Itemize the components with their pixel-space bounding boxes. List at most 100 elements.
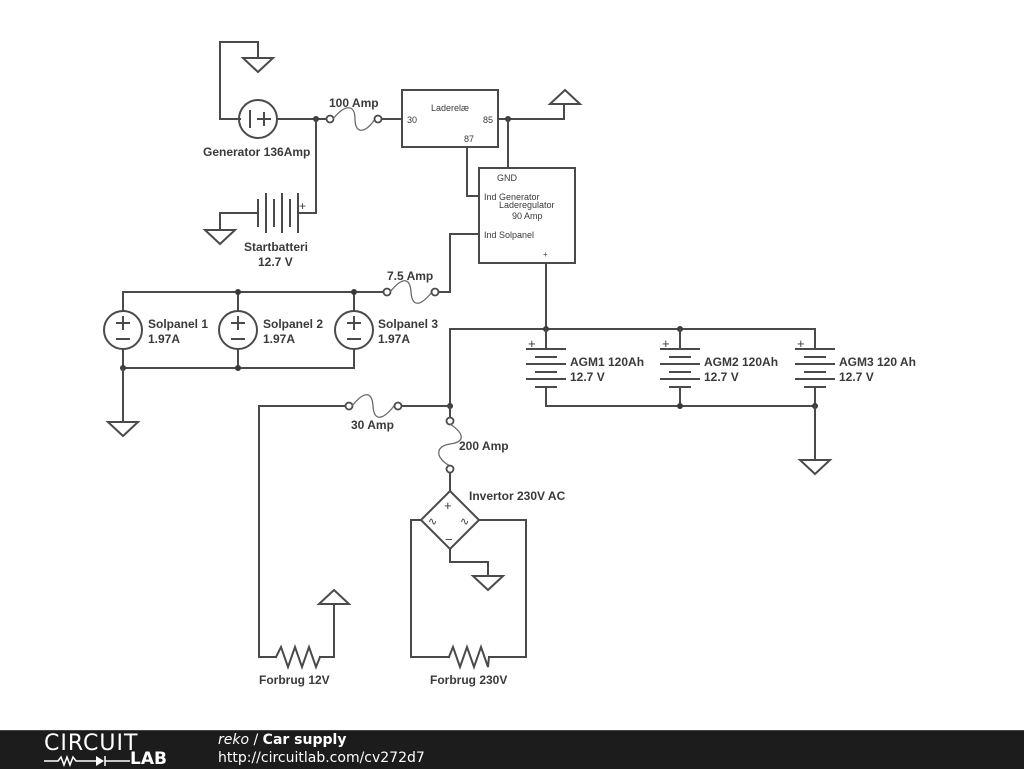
supply-arrow-icon [316, 588, 352, 605]
ac-icon: ∿ [460, 516, 469, 528]
plus-sign: + [528, 336, 536, 351]
ac-icon: ∿ [428, 516, 437, 528]
circuit-url[interactable]: http://circuitlab.com/cv272d7 [218, 750, 425, 766]
fuse-200-label: 200 Amp [459, 439, 509, 453]
plus-sign: + [797, 336, 805, 351]
agm-name: AGM1 120Ah [570, 355, 644, 369]
title-separator: / [249, 732, 263, 748]
solar-panel-current: 1.97A [148, 332, 180, 346]
regulator-pin-solar: Ind Solpanel [484, 230, 534, 240]
supply-arrow-icon [547, 88, 583, 105]
plus-sign: + [662, 336, 670, 351]
logo-text-circuit: CIRCUIT [44, 731, 139, 756]
fuse-terminal [325, 114, 335, 124]
fuse-30amp[interactable]: 30 Amp [344, 394, 403, 432]
relay-pin-85: 85 [483, 115, 493, 125]
circuitlab-logo[interactable]: CIRCUIT LAB [44, 731, 174, 769]
solar-panel-current: 1.97A [263, 332, 295, 346]
wire [319, 603, 335, 658]
circuit-name: Car supply [262, 732, 347, 748]
current-source-symbol [218, 310, 258, 350]
relay-pin-87: 87 [464, 134, 474, 144]
solar-panel-1[interactable]: Solpanel 1 1.97A [103, 310, 208, 350]
agm-name: AGM3 120 Ah [839, 355, 916, 369]
wire [122, 291, 384, 312]
fuse-terminal [393, 401, 403, 411]
footer-bar: CIRCUIT LAB reko / Car supply http://cir… [0, 730, 1024, 769]
agm-name: AGM2 120Ah [704, 355, 778, 369]
charge-regulator[interactable]: GND Ind Generator Laderegulator 90 Amp I… [478, 167, 576, 264]
junction-dot [677, 403, 683, 409]
ground-icon [202, 229, 238, 246]
wire [497, 103, 565, 120]
wire [449, 548, 489, 577]
agm-voltage: 12.7 V [704, 370, 739, 384]
fuse-terminal [430, 287, 440, 297]
start-battery-voltage: 12.7 V [258, 255, 293, 269]
wire [219, 212, 259, 231]
ground-icon [105, 421, 141, 438]
junction-dot [351, 289, 357, 295]
relay-title: Laderelæ [431, 103, 469, 113]
regulator-rating: 90 Amp [512, 211, 543, 221]
wire [258, 405, 346, 658]
wire [478, 519, 527, 658]
fuse-terminal [344, 401, 354, 411]
start-battery[interactable]: + Startbatteri 12.7 V [202, 193, 317, 269]
wire [437, 233, 480, 293]
inverter-label: Invertor 230V AC [469, 489, 566, 503]
solar-panel-name: Solpanel 2 [263, 317, 323, 331]
logo-diode [96, 756, 104, 766]
load-230v-label: Forbrug 230V [430, 673, 507, 687]
regulator-title: Laderegulator [499, 200, 555, 210]
wire [466, 146, 480, 197]
plus-sign: + [299, 199, 306, 213]
fuse-30-label: 30 Amp [351, 418, 394, 432]
relay-pin-30: 30 [407, 115, 417, 125]
solar-panel-name: Solpanel 1 [148, 317, 208, 331]
generator-label: Generator 136Amp [203, 145, 310, 159]
logo-resistor [44, 754, 96, 768]
ground-icon [240, 57, 276, 74]
schematic: Generator 136Amp 100 Amp Laderelæ 30 85 … [103, 41, 916, 687]
load-12v[interactable]: Forbrug 12V [259, 588, 352, 687]
fuse-element [389, 280, 433, 304]
inverter-minus: − [445, 532, 453, 547]
regulator-box [478, 167, 576, 264]
circuit-title: reko / Car supply [218, 732, 346, 748]
fuse-100amp[interactable]: 100 Amp [325, 96, 383, 131]
fuse-element [438, 423, 462, 467]
ground-icon [797, 459, 833, 476]
regulator-pin-plus: + [543, 250, 548, 259]
agm-voltage: 12.7 V [839, 370, 874, 384]
fuse-element [332, 107, 376, 131]
junction-dot [235, 289, 241, 295]
agm-voltage: 12.7 V [570, 370, 605, 384]
agm-battery-3[interactable]: + AGM3 120 Ah 12.7 V [795, 336, 916, 388]
solar-panel-name: Solpanel 3 [378, 317, 438, 331]
load-230v[interactable]: Forbrug 230V [430, 643, 507, 687]
author-link[interactable]: reko [218, 732, 250, 748]
junction-dot [235, 365, 241, 371]
fuse-7-5amp[interactable]: 7.5 Amp [382, 269, 440, 304]
agm-battery-2[interactable]: + AGM2 120Ah 12.7 V [660, 336, 778, 388]
regulator-pin-generator: Ind Generator [484, 192, 540, 202]
fuse-200amp[interactable]: 200 Amp [438, 416, 509, 474]
inverter-plus: + [444, 498, 452, 513]
regulator-pin-gnd: GND [497, 173, 518, 183]
resistor-diode-icon [44, 754, 130, 768]
solar-panel-2[interactable]: Solpanel 2 1.97A [218, 310, 323, 350]
logo-text-lab: LAB [130, 749, 167, 769]
relay[interactable]: Laderelæ 30 85 87 [401, 89, 499, 148]
solar-panel-3[interactable]: Solpanel 3 1.97A [334, 310, 438, 350]
fuse-terminal [445, 464, 455, 474]
wire [410, 519, 450, 658]
resistor-symbol [447, 643, 491, 671]
fuse-terminal [382, 287, 392, 297]
agm-battery-1[interactable]: + AGM1 120Ah 12.7 V [526, 336, 644, 388]
resistor-symbol [274, 643, 322, 671]
load-12v-label: Forbrug 12V [259, 673, 330, 687]
fuse-100-label: 100 Amp [329, 96, 379, 110]
generator[interactable]: Generator 136Amp [203, 41, 310, 159]
start-battery-name: Startbatteri [244, 240, 308, 254]
